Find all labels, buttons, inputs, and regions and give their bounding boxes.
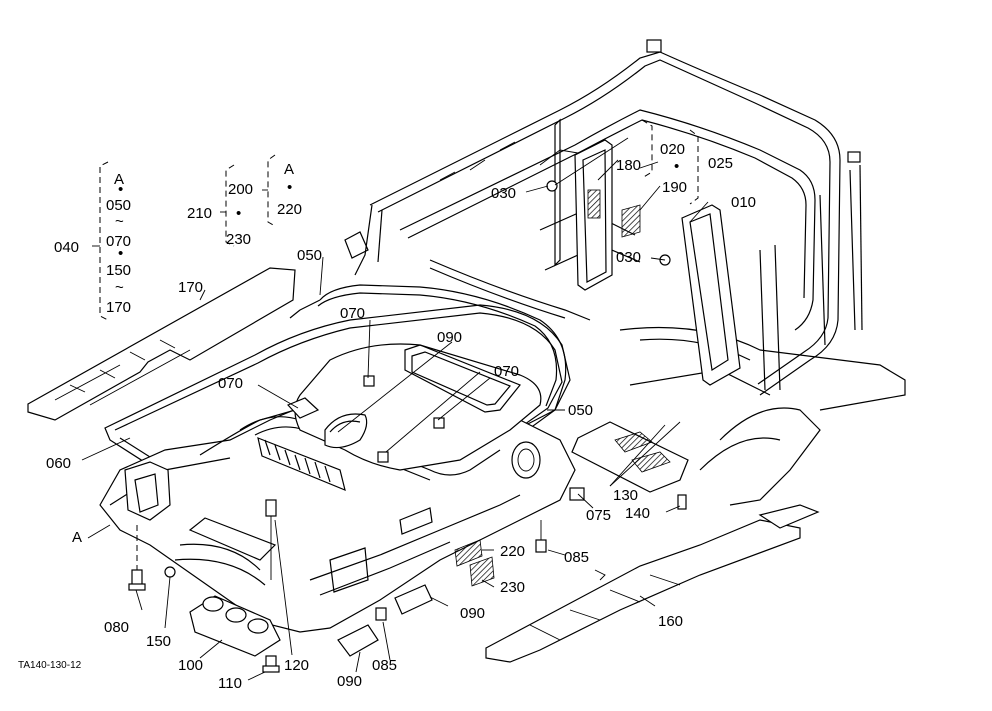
screw-030-upper	[546, 180, 558, 192]
pillar-cover-010	[681, 204, 741, 386]
callout-120: 120	[284, 657, 309, 674]
callout-140: 140	[625, 505, 650, 522]
floor-mat-170	[27, 267, 296, 421]
callout-ref-A: A	[72, 529, 82, 546]
leader-lines	[81, 137, 709, 681]
callout-190: 190	[662, 179, 687, 196]
callout-070-right: 070	[494, 363, 519, 380]
callout-200: 200	[228, 181, 253, 198]
callout-100: 100	[178, 657, 203, 674]
group-200-item-220: 220	[277, 201, 302, 218]
range-symbol: ~	[115, 213, 124, 230]
callout-170: 170	[178, 279, 203, 296]
callout-180: 180	[616, 157, 641, 174]
callout-150: 150	[146, 633, 171, 650]
dot-symbol: •	[236, 205, 241, 222]
callout-010: 010	[731, 194, 756, 211]
callout-080: 080	[104, 619, 129, 636]
dot-symbol: •	[118, 181, 123, 198]
callout-050-upper: 050	[297, 247, 322, 264]
console-body	[99, 343, 585, 633]
callout-090-right: 090	[460, 605, 485, 622]
callout-060: 060	[46, 455, 71, 472]
callout-130: 130	[613, 487, 638, 504]
group-040-item-070: 070	[106, 233, 131, 250]
group-040-item-A: A	[114, 171, 124, 188]
callout-030-lower: 030	[616, 249, 641, 266]
dot-symbol: •	[118, 245, 123, 262]
switch-panel-100	[189, 595, 281, 657]
group-210-item-230: 230	[226, 231, 251, 248]
callout-030-upper: 030	[491, 185, 516, 202]
dot-symbol: •	[674, 158, 679, 175]
group-040-item-050: 050	[106, 197, 131, 214]
floor-mat-160	[485, 504, 820, 663]
callout-090-top: 090	[437, 329, 462, 346]
screw-085-bottom	[375, 607, 387, 621]
screw-110	[262, 655, 280, 673]
range-symbol: ~	[115, 279, 124, 296]
group-040-item-170: 170	[106, 299, 131, 316]
group-brackets	[92, 119, 699, 321]
callout-160: 160	[658, 613, 683, 630]
screw-080	[128, 525, 146, 591]
group-040-item-150: 150	[106, 262, 131, 279]
figure-code: TA140-130-12	[18, 660, 82, 671]
callout-075: 075	[586, 507, 611, 524]
callout-090-bottom: 090	[337, 673, 362, 690]
callout-070-top: 070	[340, 305, 365, 322]
screw-140	[677, 494, 687, 510]
bolt-120	[265, 499, 277, 580]
group-200-item-A: A	[284, 161, 294, 178]
callout-085-right: 085	[564, 549, 589, 566]
callout-110: 110	[218, 675, 242, 692]
handle-090-right	[394, 584, 433, 615]
callout-labels: 010 020 025 030 030 040 050 050 060 070 …	[18, 141, 756, 692]
callout-050-lower: 050	[568, 402, 593, 419]
callout-040: 040	[54, 239, 79, 256]
dot-symbol: •	[287, 179, 292, 196]
callout-220: 220	[500, 543, 525, 560]
callout-020: 020	[660, 141, 685, 158]
pillar-cover-020	[554, 118, 613, 291]
callout-070-left: 070	[218, 375, 243, 392]
callout-230: 230	[500, 579, 525, 596]
handle-090-bottom	[337, 624, 379, 657]
callout-085-bottom: 085	[372, 657, 397, 674]
plate-130	[571, 421, 689, 493]
sticker-190	[621, 204, 641, 238]
callout-210: 210	[187, 205, 212, 222]
clip-150	[164, 566, 176, 578]
screw-085-right	[535, 520, 547, 553]
callout-025: 025	[708, 155, 733, 172]
